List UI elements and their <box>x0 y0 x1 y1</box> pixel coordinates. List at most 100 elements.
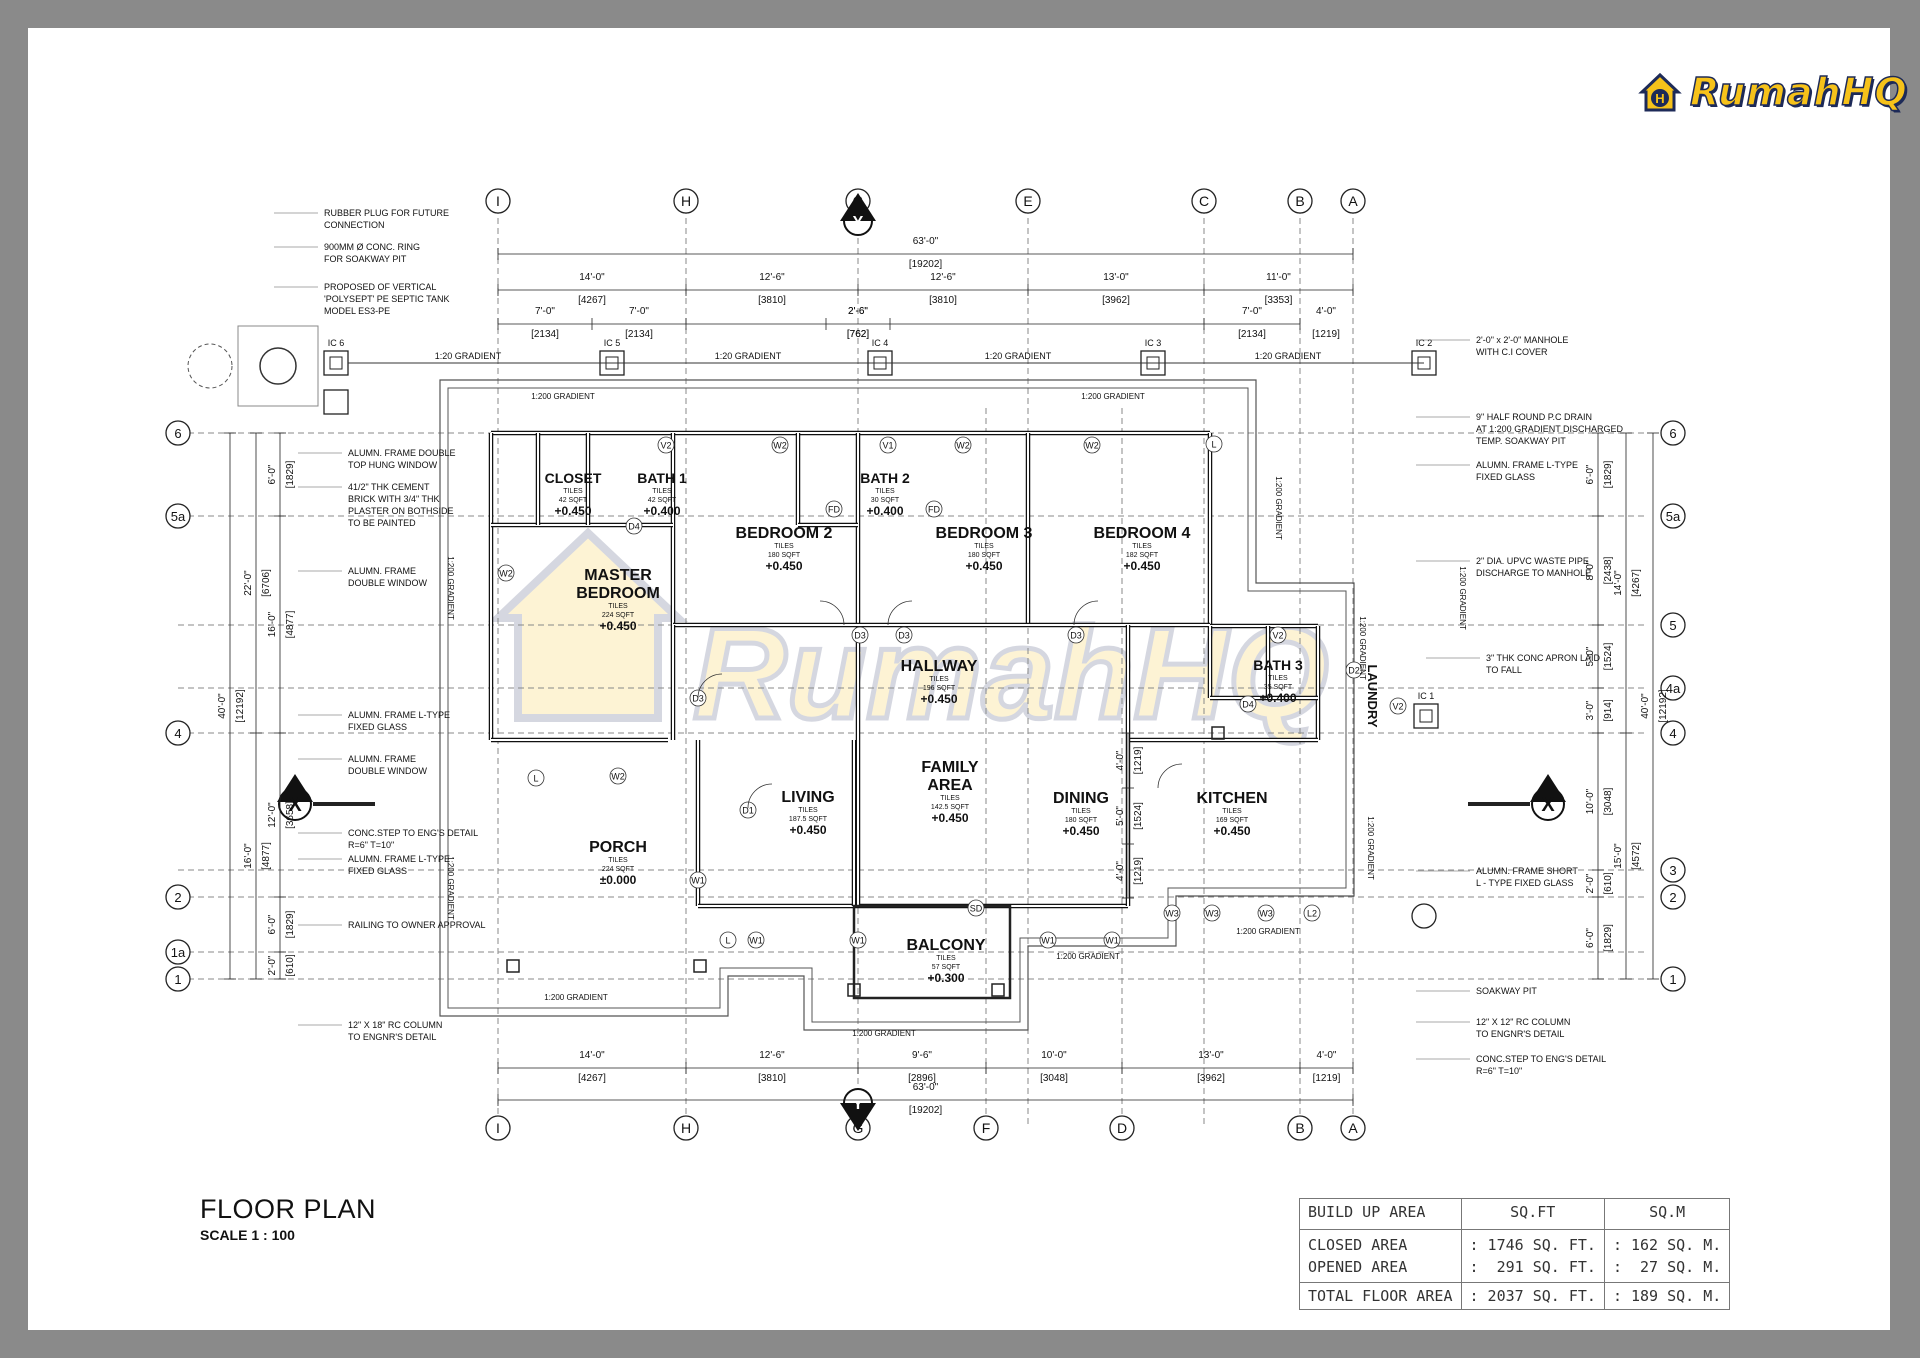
room-area: 182 SQFT <box>1126 552 1159 559</box>
room-level: +0.450 <box>1062 824 1099 838</box>
dim-mm: [1219] <box>1312 329 1340 340</box>
dim-ft: 11'-0" <box>1266 272 1291 283</box>
door-swing <box>1073 600 1099 626</box>
svg-text:H: H <box>1655 91 1664 106</box>
dim-mm: [2134] <box>531 329 559 340</box>
grid-bubble-right <box>1660 675 1686 701</box>
septic-tank-outline <box>237 325 319 407</box>
tag-bubble <box>609 767 627 785</box>
brand-name: RumahHQ <box>1689 69 1908 115</box>
room-level: +0.400 <box>1259 691 1296 705</box>
dim-ft: 15'-0" <box>1613 843 1624 869</box>
note-left: 900MM Ø CONC. RING <box>324 242 420 252</box>
dim-ft: 5'-0" <box>1585 646 1596 666</box>
grid-bubble-label: 5 <box>1669 618 1676 633</box>
closed-area-sqm: : 162 SQ. M. <box>1612 1236 1722 1254</box>
grid-bubble-bottom <box>1287 1115 1313 1141</box>
dim-ft: 9'-6" <box>912 1050 932 1061</box>
section-label: X <box>288 794 302 816</box>
grid-bubble-left <box>165 966 191 992</box>
note-left: 'POLYSEPT' PE SEPTIC TANK <box>324 294 449 304</box>
room-level: +0.400 <box>866 504 903 518</box>
inspection-chamber-cover <box>1419 709 1433 723</box>
tag-bubble <box>1067 626 1085 644</box>
room-area: 142.5 SQFT <box>931 804 970 811</box>
room-finish: TILES <box>608 603 628 610</box>
room-area: 180 SQFT <box>1065 817 1098 824</box>
tag-label: D3 <box>1070 631 1082 641</box>
note-right: SOAKWAY PIT <box>1476 986 1537 996</box>
room-name: BEDROOM <box>576 585 660 602</box>
dim-mm: [762] <box>847 329 869 340</box>
note-left: FIXED GLASS <box>348 866 407 876</box>
room-finish: TILES <box>940 795 960 802</box>
tag-bubble <box>1303 904 1321 922</box>
note-right: WITH C.I COVER <box>1476 347 1548 357</box>
opened-area-sqft: : 291 SQ. FT. <box>1469 1258 1596 1276</box>
grid-bubble-left <box>165 720 191 746</box>
note-left: MODEL ES3-PE <box>324 306 390 316</box>
dim-mm: [2896] <box>908 1073 936 1084</box>
room-finish: TILES <box>608 857 628 864</box>
tag-bubble <box>1203 904 1221 922</box>
dim-mm: [3810] <box>758 295 786 306</box>
grid-bubble-top <box>1015 188 1041 214</box>
note-left: PLASTER ON BOTHSIDE <box>348 506 454 516</box>
grid-bubble-label: B <box>1295 1120 1304 1136</box>
note-right: 2'-0" x 2'-0" MANHOLE <box>1476 335 1568 345</box>
dim-ft: 14'-0" <box>579 272 605 283</box>
dim-ft: 16'-0" <box>267 611 278 637</box>
room-name: BEDROOM 3 <box>936 525 1033 542</box>
grid-bubble-label: 1 <box>1669 972 1676 987</box>
house-h-icon: H <box>1638 72 1682 112</box>
grid-bubble-right <box>1660 720 1686 746</box>
rc-column <box>693 959 707 973</box>
gradient-label: 1:200 GRADIENT <box>1274 476 1283 540</box>
note-left: ALUMN. FRAME <box>348 566 416 576</box>
grid-bubble-label: I <box>496 193 500 209</box>
dim-ft: 8'-0" <box>1585 560 1596 580</box>
dim-mm: [3810] <box>929 295 957 306</box>
room-name: PORCH <box>589 839 647 856</box>
room-area: 35 SQFT <box>1264 684 1293 691</box>
dim-ft: 6'-0" <box>1585 928 1596 948</box>
note-left: PROPOSED OF VERTICAL <box>324 282 436 292</box>
note-right: L - TYPE FIXED GLASS <box>1476 878 1574 888</box>
gradient-label: 1:200 GRADIENT <box>1358 616 1367 680</box>
elevation-arrow-icon <box>840 1103 876 1131</box>
room-area: 42 SQFT <box>648 497 677 504</box>
dim-ft: 4'-0" <box>1317 1050 1337 1061</box>
grid-bubble-label: A <box>1348 1120 1358 1136</box>
floor-plan-drawing: RumahHQIHGECBAIHGFDBA65a421a165a54a4321Y… <box>165 188 1686 1141</box>
watermark-text: RumahHQ <box>693 600 1329 746</box>
room-name: BALCONY <box>906 937 985 954</box>
tag-label: L <box>725 936 730 946</box>
room-finish: TILES <box>1071 808 1091 815</box>
note-right: CONC.STEP TO ENG'S DETAIL <box>1476 1054 1606 1064</box>
drain-outline <box>439 379 1355 1031</box>
inspection-chamber-label: IC 5 <box>604 338 621 348</box>
dim-ft: 12'-6" <box>759 1050 785 1061</box>
rc-column <box>1211 726 1225 740</box>
tag-label: W3 <box>1205 909 1219 919</box>
tag-label: D2 <box>1348 666 1360 676</box>
grid-bubble-label: 5a <box>171 509 186 524</box>
room-level: +0.450 <box>965 559 1002 573</box>
dim-ft: 7'-0" <box>629 306 649 317</box>
tag-bubble <box>527 769 545 787</box>
room-finish: TILES <box>1132 543 1152 550</box>
dim-ft: 14'-0" <box>579 1050 605 1061</box>
room-finish: TILES <box>798 807 818 814</box>
dim-ft: 2'-6" <box>848 306 868 317</box>
room-area: 180 SQFT <box>968 552 1001 559</box>
rc-column <box>847 983 861 997</box>
grid-bubble-left <box>165 939 191 965</box>
inspection-chamber-label: IC 6 <box>328 338 345 348</box>
grid-bubble-label: A <box>1348 193 1358 209</box>
tag-bubble <box>771 436 789 454</box>
grid-bubble-label: 1a <box>171 945 186 960</box>
room-finish: TILES <box>1222 808 1242 815</box>
room-area: 224 SQFT <box>602 612 635 619</box>
